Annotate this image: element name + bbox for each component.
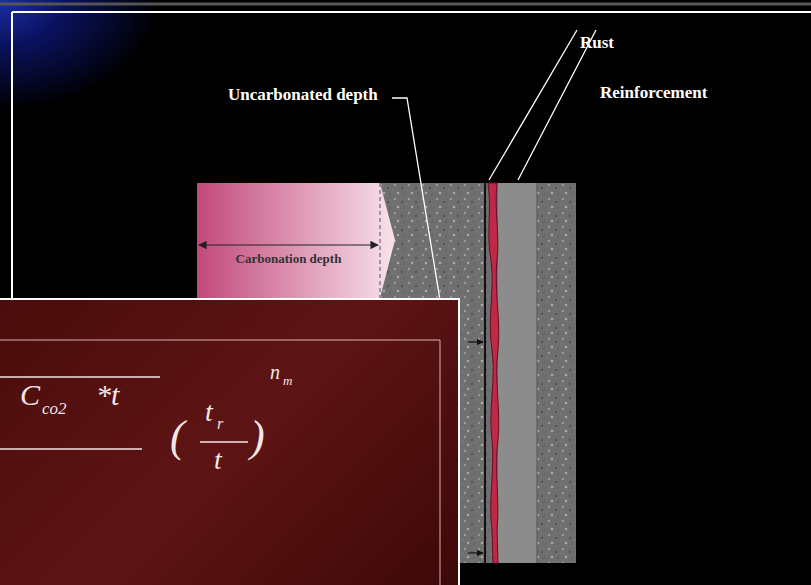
formula-subscript: r <box>217 416 223 432</box>
zone-label: Carbonation depth <box>236 251 342 267</box>
part-label: Reinforcement <box>600 84 707 101</box>
formula-subscript: co2 <box>42 400 67 417</box>
formula-bracket: ( <box>170 415 185 459</box>
formula-lines <box>0 300 460 585</box>
formula-symbol: t <box>214 446 222 474</box>
part-label: Rust <box>580 34 614 51</box>
formula-subscript: m <box>283 374 292 387</box>
dimension-label: Uncarbonated depth <box>228 86 378 103</box>
formula-panel: Cco2 *t ( trt) nm <box>0 298 460 585</box>
formula-superscript: n <box>270 362 280 382</box>
formula-bracket: ) <box>250 415 265 459</box>
formula-symbol: t <box>205 398 213 426</box>
formula-symbol: C <box>20 380 40 410</box>
formula-symbol: *t <box>96 380 119 410</box>
